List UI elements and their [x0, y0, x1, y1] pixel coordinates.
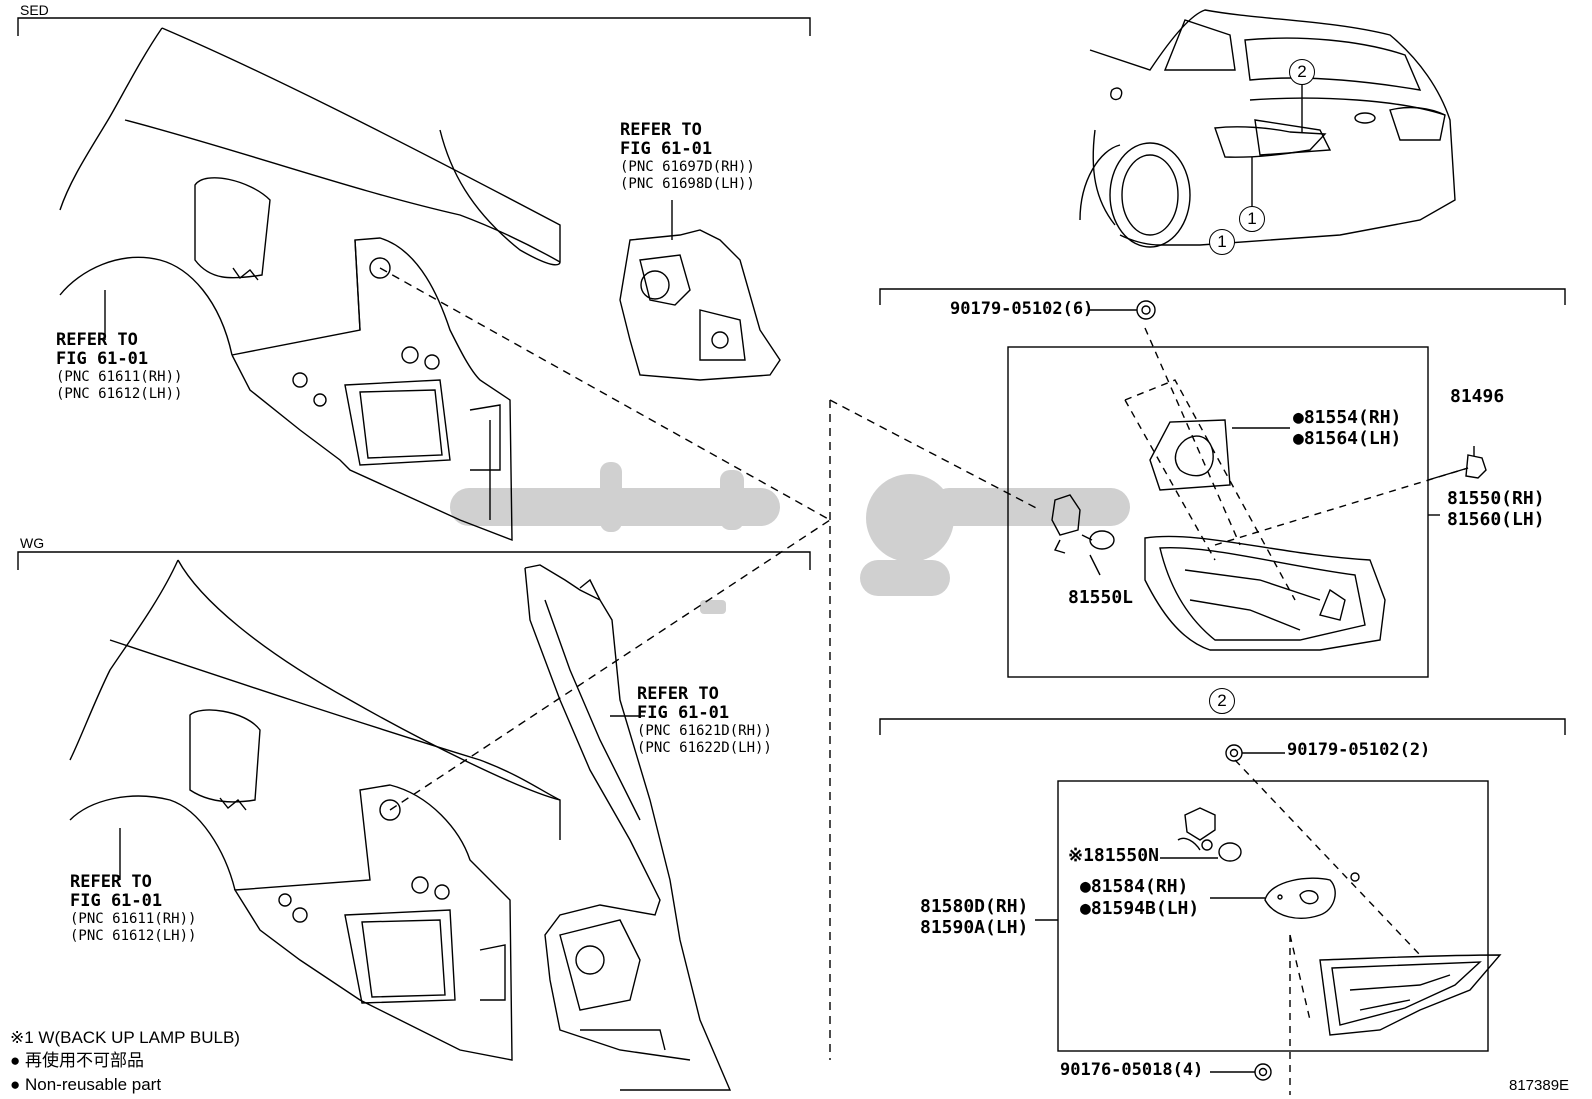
legend-note-bulb: ※1 W(BACK UP LAMP BULB)	[10, 1028, 240, 1047]
lamp-81550-shape	[1144, 535, 1386, 651]
clip-81496-shape	[1465, 446, 1487, 479]
pnc-lh-label: (PNC 61612(LH))	[56, 386, 183, 402]
refer-to-label: REFER TO	[70, 872, 152, 892]
dashed-leaders-left	[379, 267, 1041, 1060]
group1-box	[1007, 346, 1429, 678]
watermark-logo	[450, 462, 1130, 614]
group2-label-leaders	[1035, 752, 1285, 1073]
refer-leaders	[104, 200, 673, 880]
clip-90179-6-shape	[1136, 300, 1156, 320]
pnc-lh-label: (PNC 61612(LH))	[70, 928, 197, 944]
callout-2-car: 2	[1289, 59, 1315, 85]
group2-box	[1057, 780, 1489, 1052]
clip-90176-shape	[1254, 872, 1360, 1081]
part-81560-lh: 81560(LH)	[1447, 509, 1545, 530]
callout-2-group: 2	[1209, 688, 1235, 714]
part-81550-rh: 81550(RH)	[1447, 488, 1545, 509]
part-81564-lh: ●81564(LH)	[1293, 428, 1402, 449]
pnc-lh-label: (PNC 61622D(LH))	[637, 740, 772, 756]
legend-note-jp: ● 再使用不可部品	[10, 1051, 144, 1070]
group2-dashed-guides	[1234, 759, 1421, 1095]
gasket-81554-shape	[1149, 419, 1231, 491]
part-81584-rh: ●81584(RH)	[1080, 876, 1189, 897]
part-81550n: ※181550N	[1068, 845, 1159, 866]
wg-quarter-panel	[69, 559, 561, 1061]
pnc-rh-label: (PNC 61697D(RH))	[620, 159, 755, 175]
group2-bracket	[879, 718, 1566, 735]
pnc-rh-label: (PNC 61611(RH))	[56, 369, 183, 385]
fig-ref-label: FIG 61-01	[637, 703, 730, 723]
section-label-wg: WG	[20, 535, 45, 551]
refer-to-label: REFER TO	[637, 684, 719, 704]
lamp-81580d-shape	[1319, 954, 1502, 1036]
callout-1-group: 1	[1209, 229, 1235, 255]
part-90179-05102-6: 90179-05102(6)	[950, 299, 1094, 319]
refer-to-label: REFER TO	[620, 120, 702, 140]
socket-bulb-81550n-shape	[1177, 807, 1242, 862]
wg-bracket	[17, 551, 811, 570]
sed-bracket	[17, 17, 811, 36]
group1-label-leaders	[1088, 309, 1469, 576]
wg-pillar-inner	[524, 564, 732, 1091]
gasket-81584-shape	[1264, 877, 1336, 919]
part-90176-05018-4: 90176-05018(4)	[1060, 1060, 1204, 1080]
part-81496: 81496	[1450, 386, 1505, 407]
figure-id: 817389E	[1509, 1077, 1570, 1094]
group1-bracket	[879, 288, 1566, 305]
fig-ref-label: FIG 61-01	[56, 349, 149, 369]
socket-bulb-81550l-shape	[1051, 494, 1115, 554]
sed-quarter-panel	[59, 27, 561, 542]
refer-to-label: REFER TO	[56, 330, 138, 350]
sed-inner-panel-part	[619, 229, 781, 381]
callout-1-car: 1	[1239, 206, 1265, 232]
car-callout-leaders	[1251, 84, 1303, 208]
pnc-rh-label: (PNC 61611(RH))	[70, 911, 197, 927]
legend-note-en: ● Non-reusable part	[10, 1075, 162, 1094]
pnc-rh-label: (PNC 61621D(RH))	[637, 723, 772, 739]
fig-ref-label: FIG 61-01	[70, 891, 163, 911]
pnc-lh-label: (PNC 61698D(LH))	[620, 176, 755, 192]
part-81550l: 81550L	[1068, 587, 1134, 608]
part-81580d-rh: 81580D(RH)	[920, 896, 1029, 917]
car-rear-view	[1079, 9, 1456, 248]
section-label-sed: SED	[20, 2, 49, 18]
fig-ref-label: FIG 61-01	[620, 139, 713, 159]
part-81554-rh: ●81554(RH)	[1293, 407, 1402, 428]
part-81594b-lh: ●81594B(LH)	[1080, 898, 1200, 919]
clip-90179-2-shape	[1225, 744, 1243, 762]
part-81590a-lh: 81590A(LH)	[920, 917, 1029, 938]
part-90179-05102-2: 90179-05102(2)	[1287, 740, 1431, 760]
